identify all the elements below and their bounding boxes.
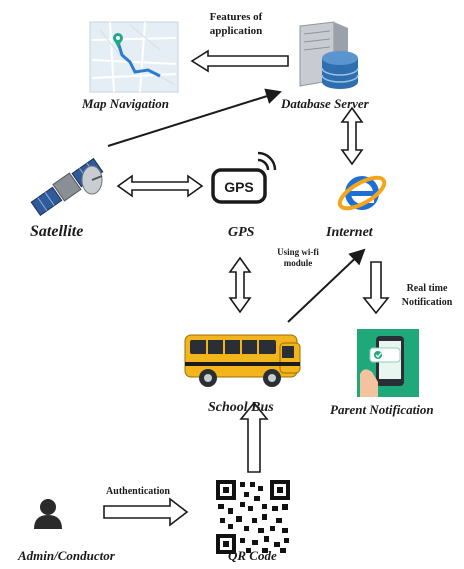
user-icon (34, 499, 62, 529)
qr-code-label: QR Code (228, 548, 277, 563)
map-icon (89, 21, 179, 93)
school-bus-icon (184, 334, 301, 387)
satellite-gps-arrow (116, 174, 204, 198)
phone-notification-icon (357, 329, 419, 397)
wifi-edge-label: Using wi-fi module (277, 247, 319, 268)
auth-arrow (103, 497, 189, 527)
db-internet-arrow (340, 106, 364, 166)
internet-parent-arrow (362, 261, 390, 315)
database-server-icon (299, 21, 359, 89)
internet-explorer-icon (337, 175, 387, 211)
gps-icon (211, 151, 277, 204)
internet-label: Internet (326, 225, 373, 240)
gps-label: GPS (228, 225, 255, 240)
satellite-label: Satellite (30, 223, 84, 240)
parent-notification-label: Parent Notification (330, 402, 434, 417)
database-server-label: Database Server (281, 96, 369, 111)
map-db-arrow (107, 88, 282, 147)
qr-code-icon (216, 480, 290, 554)
auth-edge-label: Authentication (106, 486, 170, 497)
admin-conductor-label: Admin/Conductor (18, 548, 115, 563)
features-edge-label: Features of application (209, 11, 263, 37)
map-navigation-label: Map Navigation (82, 96, 170, 111)
qr-bus-arrow (239, 401, 269, 473)
features-arrow (190, 49, 289, 73)
gps-bus-arrow (228, 256, 252, 314)
satellite-icon (30, 157, 104, 217)
realtime-edge-label: Real time Notification (401, 283, 453, 308)
school-bus-label: School Bus (208, 400, 274, 415)
bus-internet-arrow (287, 248, 366, 323)
gps-icon-text: GPS (224, 179, 254, 195)
